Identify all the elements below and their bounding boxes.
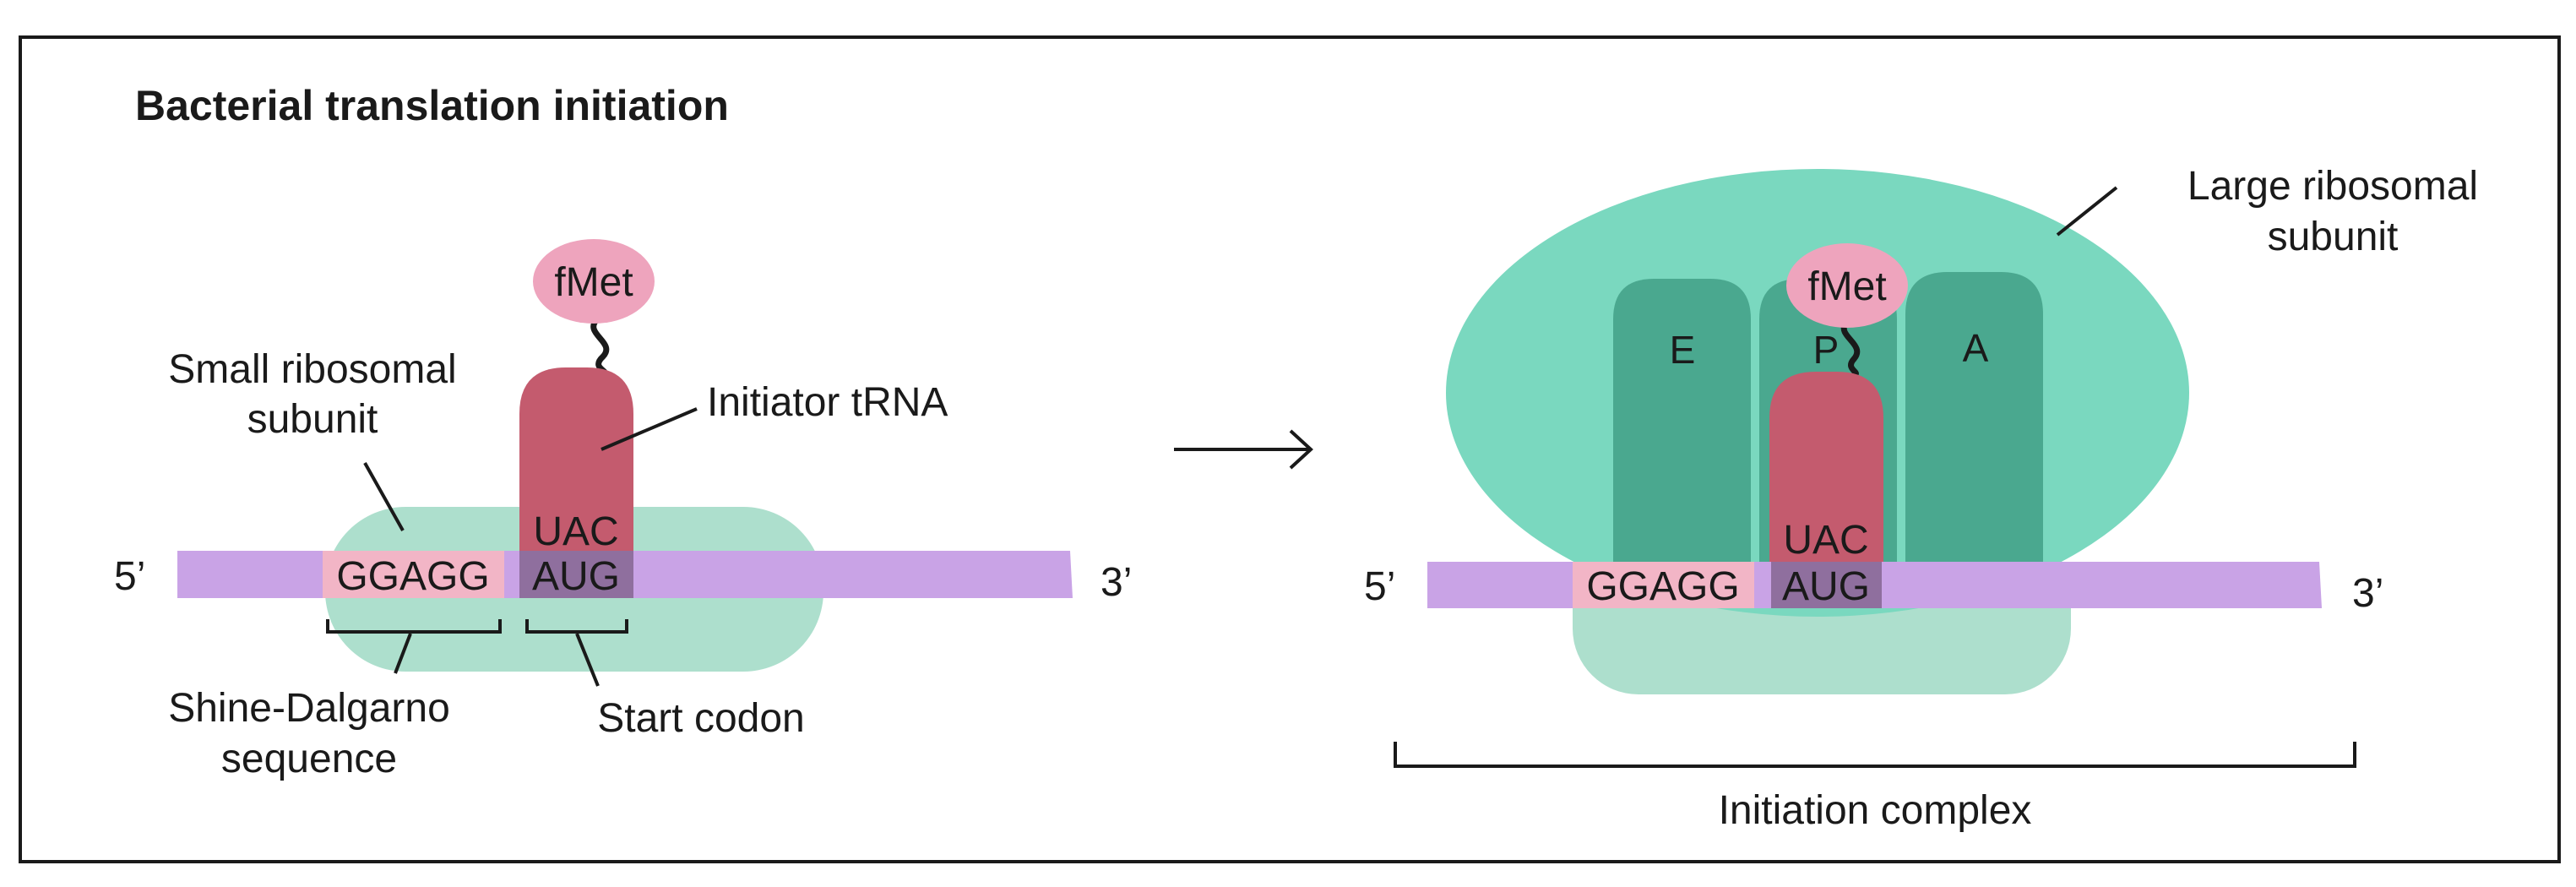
transition-arrow [1174, 429, 1313, 470]
small-subunit-label-line2: subunit [247, 397, 378, 442]
initiator-trna-right [1769, 372, 1883, 562]
initiation-complex-label: Initiation complex [1719, 788, 2032, 833]
trna-linker-right [1840, 320, 1861, 378]
three-prime-label-right: 3’ [2352, 571, 2383, 616]
start-codon-box-left [519, 551, 633, 598]
anticodon-text-right: UAC [1783, 518, 1868, 563]
start-codon-label: Start codon [597, 696, 804, 741]
three-prime-label-left: 3’ [1101, 560, 1132, 605]
shine-dalgarno-bracket [326, 619, 502, 634]
start-codon-leader-line [575, 633, 600, 687]
shine-dalgarno-box-right [1573, 562, 1754, 608]
large-subunit-label-line1: Large ribosomal [2187, 164, 2478, 209]
start-codon-text-left: AUG [532, 554, 620, 599]
a-site [1905, 272, 2043, 562]
shine-dalgarno-box-left [323, 551, 504, 598]
initiation-complex-bracket [1394, 742, 2356, 768]
start-codon-box-right [1771, 562, 1882, 608]
shine-dalgarno-label-line2: sequence [221, 737, 397, 781]
start-codon-bracket [525, 619, 628, 634]
start-codon-text-right: AUG [1782, 564, 1870, 609]
fmet-text-left: fMet [554, 260, 633, 305]
fmet-text-right: fMet [1807, 264, 1886, 309]
large-subunit-leader-line [2056, 186, 2118, 237]
arrow-head [1289, 429, 1313, 470]
left-panel: GGAGG UAC AUG fMet 5’ 3’ Small ribosomal… [114, 239, 1132, 781]
five-prime-label-left: 5’ [114, 554, 145, 599]
large-subunit-label-line2: subunit [2268, 215, 2399, 259]
shine-dalgarno-text-right: GGAGG [1586, 564, 1739, 609]
initiator-trna-label: Initiator tRNA [707, 380, 948, 425]
shine-dalgarno-label-line1: Shine-Dalgarno [168, 686, 450, 731]
fmet-left [533, 239, 655, 324]
p-site-label: P [1813, 328, 1840, 372]
initiator-trna-leader-line [601, 407, 698, 451]
small-subunit-leader-line [363, 462, 405, 531]
right-panel: E P A GGAGG UAC AUG fMet 5’ 3’ Large rib… [1364, 164, 2478, 833]
fmet-right [1786, 243, 1908, 328]
shine-dalgarno-text-left: GGAGG [336, 554, 489, 599]
anticodon-text-left: UAC [533, 509, 618, 554]
diagram-title: Bacterial translation initiation [135, 82, 729, 129]
a-site-label: A [1963, 326, 1989, 370]
e-site-label: E [1670, 328, 1696, 372]
shine-dalgarno-leader-line [394, 633, 412, 674]
e-site [1613, 279, 1751, 562]
small-subunit-label-line1: Small ribosomal [168, 347, 456, 392]
initiator-trna-left [519, 367, 633, 551]
five-prime-label-right: 5’ [1364, 564, 1395, 609]
